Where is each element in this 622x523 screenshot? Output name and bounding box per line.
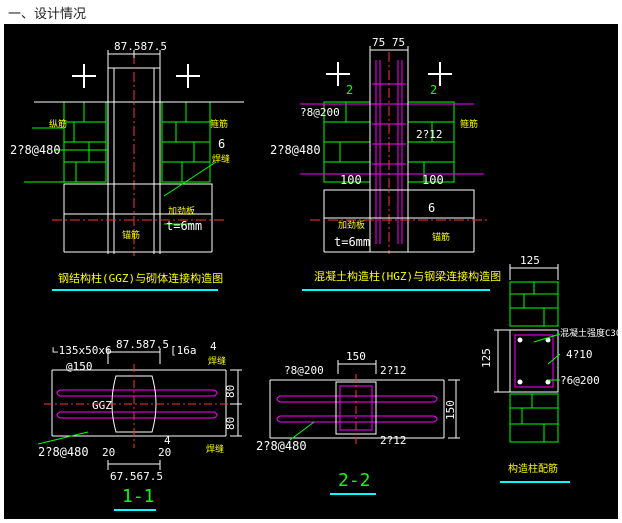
- section-1-1-title: 1-1: [122, 486, 155, 507]
- d3-dim-top-text: 125: [520, 254, 540, 267]
- d4-dim-bottom: 67.567.5: [110, 470, 163, 483]
- d4-weld-label: 焊缝: [208, 355, 226, 367]
- d5-rebar-text: 2?8@480: [256, 439, 307, 453]
- d2-dim-right: 100: [422, 173, 444, 187]
- rebar-left-text: 2?8@480: [10, 143, 61, 157]
- d3-column-section: [509, 329, 559, 393]
- d5-rebar-loops: [276, 385, 438, 431]
- tag-right: 箍筋: [210, 118, 228, 130]
- d4-dimension-side: [230, 369, 242, 437]
- d3-stirrup: [514, 334, 554, 388]
- d4-dim-top-text: 87.587.5: [116, 338, 169, 351]
- d4-angle-text: ∟135x50x6: [52, 344, 112, 357]
- d2-plate-label: 加劲板: [338, 219, 365, 231]
- d2-dim-top-text: 75 75: [372, 36, 405, 49]
- base-plate: [63, 183, 213, 253]
- d2-plate-thickness: t=6mm: [334, 235, 370, 249]
- drawing-column-reinforcement: 125 125: [480, 254, 621, 483]
- steel-column: [107, 67, 161, 254]
- d4-dimension-top: [107, 348, 161, 364]
- d2-section-mark-left: 2: [346, 83, 353, 97]
- d2-section-mark-right: 2: [430, 83, 437, 97]
- drawing3-title: 构造柱配筋: [508, 462, 558, 475]
- d5-dimension-top: [337, 360, 377, 374]
- dimension-top: [107, 50, 161, 68]
- d2-dim-left: 100: [340, 173, 362, 187]
- cad-drawing-canvas: 87.587.5 纵筋 箍筋 2?8@480 6 焊缝 加劲板: [4, 24, 621, 519]
- weld-label-text: 焊缝: [212, 153, 230, 165]
- section-mark-1: [72, 64, 200, 88]
- d4-dim-80-top: 80: [224, 385, 237, 398]
- d3-masonry: [509, 281, 559, 443]
- leaders-d1: [24, 127, 217, 225]
- d3-stirrup-text: ?6@200: [560, 374, 600, 387]
- d3-concrete-text: 混凝土强度C30: [560, 327, 618, 339]
- plate-thickness-text: t=6mm: [166, 219, 202, 233]
- d5-mainbar-top: 2?12: [380, 364, 407, 377]
- d2-base: [323, 189, 475, 253]
- drawing-section-2-2: ?8@200 150 2?12: [256, 350, 460, 495]
- d4-dim-20-right: 20: [158, 446, 171, 459]
- d3-main-bars: [517, 337, 551, 385]
- d5-dim-top-text: 150: [346, 350, 366, 363]
- d4-rebar-loops: [56, 389, 218, 419]
- drawing-hgz-connection: 75 75 2 2 ?8@200 2?12 箍筋 2?8@480 100 100…: [270, 36, 501, 291]
- d4-spacing-text: @150: [66, 360, 93, 373]
- masonry-left: [63, 101, 107, 183]
- d5-dim-side-text: 150: [444, 400, 457, 420]
- d4-dimension-bottom: [107, 460, 161, 470]
- d3-dimension-side: [494, 329, 510, 393]
- d5-dimension-side: [448, 379, 460, 439]
- tag-left: 纵筋: [49, 118, 67, 130]
- d2-section-marks: [326, 62, 452, 86]
- d3-dimension-top: [509, 264, 559, 280]
- d2-weld-size: 6: [428, 201, 435, 215]
- cad-drawing: 87.587.5 纵筋 箍筋 2?8@480 6 焊缝 加劲板: [10, 36, 621, 511]
- anchor-label-text: 锚筋: [122, 229, 140, 241]
- rebar-column: [300, 60, 484, 244]
- d2-rebar-left: 2?8@480: [270, 143, 321, 157]
- d4-dim-80-bottom: 80: [224, 417, 237, 430]
- d2-tag-right: 箍筋: [460, 118, 478, 130]
- d4-weld-label-bottom: 焊缝: [206, 443, 224, 455]
- d4-wall: [51, 369, 227, 437]
- d4-column-tag: GGZ: [92, 399, 112, 412]
- d4-rebar-leader: [37, 431, 89, 445]
- drawing-section-1-1: 87.587.5 ∟135x50x6 @150 [16a 4 焊缝 GGZ: [37, 338, 242, 511]
- d4-rebar-text: 2?8@480: [38, 445, 89, 459]
- d4-column-section: [111, 375, 157, 433]
- d4-dim-20-left: 20: [102, 446, 115, 459]
- page-heading: 一、设计情况: [8, 7, 87, 22]
- plate-label-text: 加劲板: [168, 205, 195, 217]
- weld-size-text: 6: [218, 137, 225, 151]
- d3-dim-side-text: 125: [480, 348, 493, 368]
- d2-dimension-top: [369, 46, 409, 60]
- d2-stirrup-text: ?8@200: [300, 106, 340, 119]
- masonry-right: [161, 101, 211, 183]
- dim-top-text: 87.587.5: [114, 40, 167, 53]
- drawing1-title: 钢结构柱(GGZ)与砌体连接构造图: [58, 271, 223, 285]
- d3-mainbar-text: 4?10: [566, 348, 593, 361]
- d4-weld-top: 4: [210, 340, 217, 353]
- drawing2-title: 混凝土构造柱(HGZ)与钢梁连接构造图: [314, 269, 501, 283]
- d2-mainbar-text: 2?12: [416, 128, 443, 141]
- d5-mainbar-bottom: 2?12: [380, 434, 407, 447]
- d5-rebar-leader: [289, 421, 315, 441]
- d2-anchor-label: 锚筋: [432, 231, 450, 243]
- d3-leaders: [533, 333, 561, 381]
- d4-channel-text: [16a: [170, 344, 197, 357]
- d5-stirrup-text: ?8@200: [284, 364, 324, 377]
- d5-wall: [269, 379, 445, 439]
- section-2-2-title: 2-2: [338, 470, 371, 491]
- d4-weld-bottom: 4: [164, 434, 171, 447]
- drawing-ggz-connection: 87.587.5 纵筋 箍筋 2?8@480 6 焊缝 加劲板: [10, 40, 244, 291]
